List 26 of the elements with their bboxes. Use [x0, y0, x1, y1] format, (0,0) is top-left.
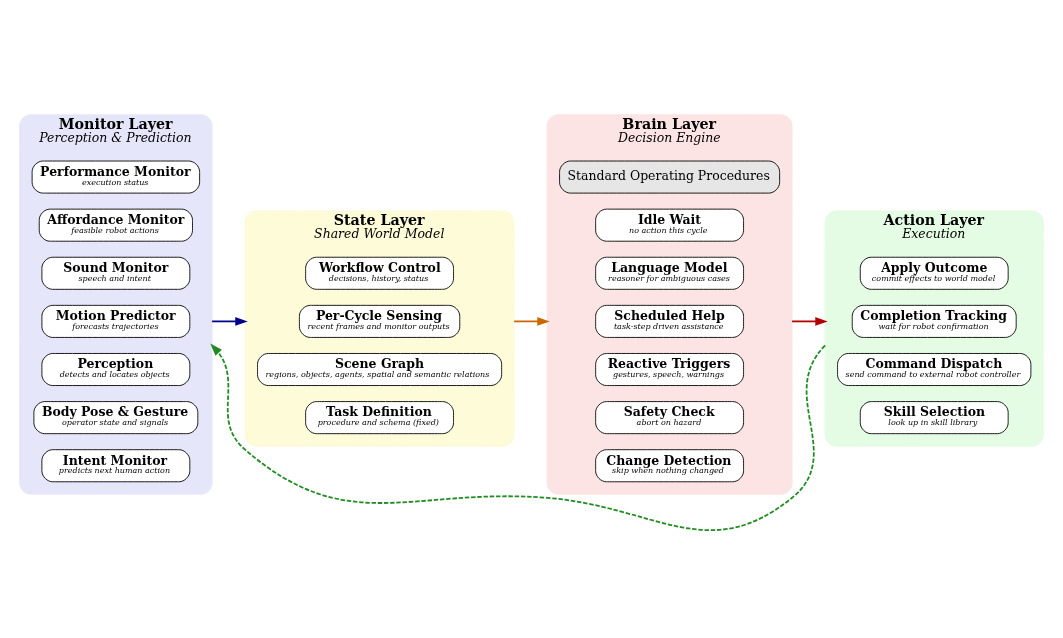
node-box: Sound Monitor speech and intent: [41, 256, 191, 290]
node-box: Apply Outcome commit effects to world model: [859, 256, 1009, 290]
node-box: Affordance Monitor feasible robot actions: [38, 208, 193, 242]
arrow: [211, 317, 248, 326]
node-box: Scene Graph regions, objects, agents, spatial and semantic relations: [257, 353, 503, 386]
node-box: Per-Cycle Sensing recent frames and monitor outputs: [298, 304, 461, 338]
node-box: Idle Wait no action this cycle: [595, 208, 744, 242]
arrow: [210, 343, 826, 531]
node-box: Completion Tracking wait for robot confirmation: [851, 304, 1017, 338]
node-box: Performance Monitor execution status: [31, 160, 201, 194]
node-box: Reactive Triggers gestures, speech, warnings: [595, 353, 744, 386]
node-box: Perception detects and locates objects: [41, 353, 191, 386]
node-box: Skill Selection look up in skill library: [859, 401, 1009, 435]
node-box: Intent Monitor predicts next human action: [41, 449, 191, 483]
arrow: [513, 317, 550, 326]
node-box: Task Definition procedure and schema (fixed): [305, 401, 454, 435]
node-box: Body Pose & Gesture operator state and signals: [33, 401, 199, 435]
node-box: Language Model reasoner for ambiguous cases: [595, 256, 744, 290]
arrow: [791, 317, 828, 326]
node-box: Command Dispatch send command to external robot controller: [837, 353, 1032, 386]
node-box: Change Detection skip when nothing changed: [595, 449, 744, 483]
node-box: Safety Check abort on hazard: [595, 401, 744, 435]
node-box: Motion Predictor forecasts trajectories: [41, 304, 191, 338]
node-box: Standard Operating Procedures: [559, 160, 781, 194]
node-box: Workflow Control decisions, history, status: [305, 256, 454, 290]
node-box: Scheduled Help task-step driven assistance: [595, 304, 744, 338]
